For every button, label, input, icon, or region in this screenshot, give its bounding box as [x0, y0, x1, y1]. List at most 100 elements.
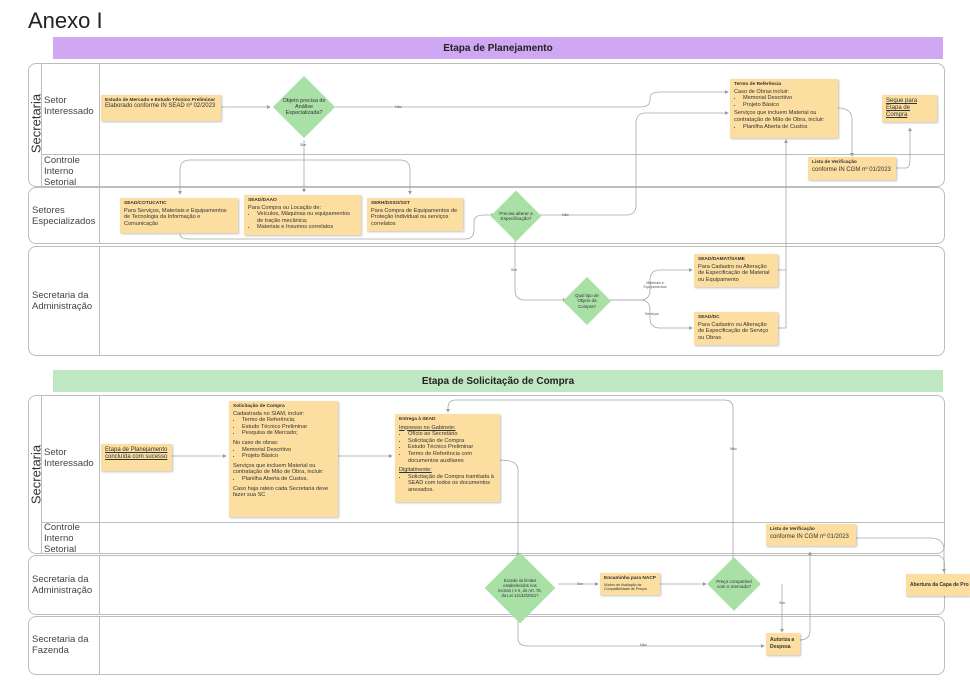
note-sead-dc[interactable]: SEAD/DC Para Cadastro ou Alteração de Es…: [694, 312, 778, 345]
note-autoriza-despesa[interactable]: Autoriza a Despesa: [766, 633, 800, 655]
note-list: Memorial Descritivo Projeto Básico: [734, 95, 834, 108]
note-title: Estudo de Mercado e Estudo Técnico Preli…: [105, 98, 216, 103]
link-termo-to-lista: [837, 107, 854, 157]
note-subtitle-1: Impresso no Gabinete:: [399, 424, 456, 431]
edge-label-decision3-serv: Serviços: [645, 312, 659, 316]
note-abertura-capa[interactable]: Abertura da Capa de Pro: [906, 574, 970, 596]
edge-label-decision5-yes: Sim: [779, 601, 786, 605]
note-intro-3: Serviços que incluem Material ou contrat…: [233, 462, 324, 476]
note-link-text[interactable]: Segue para Etapa de Compra: [886, 98, 918, 118]
decision-text: Preço compatível com o mercado?: [716, 578, 752, 589]
note-footer: Caso haja rateio cada Secretaria deve fa…: [233, 485, 329, 499]
lane-column-divider: [99, 247, 100, 355]
note-entrega-sead[interactable]: Entrega à SEAD Impresso no Gabinete: Ofí…: [395, 414, 500, 502]
lane-column-divider: [99, 617, 100, 674]
note-list: Ofício ao Secretário Solicitação de Comp…: [399, 431, 496, 464]
edge-label-decision4-no: Não: [640, 643, 647, 647]
note-title: SEAD/DC: [698, 315, 720, 320]
note-text: Para Cadastro ou Alteração de Especifica…: [698, 321, 769, 341]
note-lista-verificacao-2[interactable]: Lista de Verificação conforme IN CGM nº …: [766, 524, 856, 546]
edge-label-decision3-mat: Materiais e Equipamentos: [643, 281, 667, 289]
section-administracao-planning: [28, 246, 945, 356]
note-termo-de-referencia[interactable]: Termo de Referência Caso de Obras inclui…: [730, 79, 838, 138]
edge-label-decision2-yes: Sim: [511, 268, 518, 272]
decision-text: Excede os limites estabelecidos nos inci…: [498, 578, 542, 598]
note-title: Termo de Referência: [734, 82, 782, 87]
note-sead-damat-same[interactable]: SEAD/DAMAT/SAME Para Cadastro ou Alteraç…: [694, 254, 778, 287]
lane-left-divider: [41, 64, 42, 186]
link-decision4-no-to-autoriza: [517, 612, 765, 648]
note-text: Para Serviços, Materiais e Equipamentos …: [124, 207, 227, 227]
list-item: Estudo Técnico Preliminar: [242, 424, 334, 431]
note-sead-cotucatic[interactable]: SEAD/COTUCATIC Para Serviços, Materiais …: [120, 198, 238, 233]
link-decision1-no-to-termo: [334, 90, 729, 108]
lane-label-controle-interno-1: Controle Interno Setorial: [44, 155, 80, 188]
note-serh-dsso-sst[interactable]: SERH/DSSO/SST Para Compra de Equipamento…: [367, 198, 463, 231]
link-damat-to-termo: [778, 139, 788, 271]
note-etapa-concluida[interactable]: Etapa de Planejamento concluída com suce…: [101, 444, 172, 471]
lane-label-setores-especializados: Setores Especializados: [32, 205, 96, 227]
note-subtitle-2: Digitalmente:: [399, 467, 432, 474]
link-decision3-serv: [610, 299, 693, 330]
lane-label-administracao-1: Secretaria da Administração: [32, 290, 93, 312]
link-lista-to-abertura: [856, 537, 946, 573]
link-decision2-no-to-termo: [540, 111, 729, 216]
decision-analise-especializada[interactable]: Objeto precisa de Análise Especializada?: [272, 75, 336, 139]
note-link-text[interactable]: Etapa de Planejamento concluída com suce…: [105, 447, 168, 460]
list-item: Projeto Básico: [743, 102, 834, 109]
note-title: Lista de Verificação: [812, 160, 857, 165]
page-title: Anexo I: [28, 8, 103, 33]
decision-text: Precisa alterar a Especificação?: [499, 210, 533, 221]
note-lista-verificacao-1[interactable]: Lista de Verificação conforme IN CGM nº …: [808, 157, 896, 180]
note-intro: Para Compra ou Locação de:: [248, 204, 322, 211]
link-decision5-no-to-entrega: [446, 399, 734, 560]
decision-text: Qual tipo de Objeto da Compra?: [575, 293, 599, 309]
edge-label-decision4-yes: Sim: [577, 582, 584, 586]
list-item: Estudo Técnico Preliminar: [408, 444, 496, 451]
note-list: Termo de Referência; Estudo Técnico Prel…: [233, 417, 334, 437]
note-segue-etapa-compra[interactable]: Segue para Etapa de Compra: [882, 95, 937, 122]
list-item: Memorial Descritivo: [242, 447, 334, 454]
note-solicitacao-de-compra[interactable]: Solicitação de Compra Cadastrada no SIAM…: [229, 401, 338, 517]
note-list: Memorial Descritivo Projeto Básico: [233, 447, 334, 460]
note-encaminha-nacp[interactable]: Encaminha para NACP Núcleo de Avaliação …: [600, 573, 660, 595]
lane-label-controle-interno-2: Controle Interno Setorial: [44, 522, 80, 555]
lane-column-divider: [99, 64, 100, 186]
note-text: Núcleo de Avaliação de Compatibilidade d…: [604, 582, 647, 591]
list-item: Planilha Aberta de Custos.: [242, 476, 334, 483]
note-text: Autoriza a Despesa: [770, 637, 795, 650]
link-decision2-yes-down: [514, 240, 567, 302]
decision-tipo-objeto[interactable]: Qual tipo de Objeto da Compra?: [562, 276, 612, 326]
decision-preco-compativel[interactable]: Preço compatível com o mercado?: [707, 557, 761, 611]
note-text: Elaborado conforme IN SEAD nº 02/2023: [105, 103, 216, 110]
link-lista-to-segue: [896, 127, 912, 169]
note-list: Planilha Aberta de Custos: [734, 124, 834, 131]
edge-label-decision5-no: Não: [730, 447, 737, 451]
lane-left-divider: [41, 396, 42, 553]
note-estudo-de-mercado[interactable]: Estudo de Mercado e Estudo Técnico Preli…: [101, 95, 221, 121]
note-text: conforme IN CGM nº 01/2023: [770, 533, 849, 540]
decision-alterar-especificacao[interactable]: Precisa alterar a Especificação?: [490, 190, 542, 242]
link-dc-to-termo: [778, 270, 787, 329]
edge-label-decision1-yes: Sim: [300, 143, 307, 147]
note-title: SEAD/DAMAT/SAME: [698, 257, 745, 262]
note-intro-2: No caso de obras:: [233, 439, 279, 446]
lane-label-setor-interessado-2: Setor Interessado: [44, 447, 94, 469]
list-item: Materiais e Insumos correlatos: [257, 224, 357, 231]
note-text: Abertura da Capa de Pro: [910, 581, 969, 588]
note-title: SERH/DSSO/SST: [371, 201, 410, 206]
decision-text: Objeto precisa de Análise Especializada?: [282, 97, 326, 117]
edge-label-decision2-no: Não: [562, 213, 569, 217]
decision-excede-limites[interactable]: Excede os limites estabelecidos nos inci…: [484, 552, 556, 624]
note-title: Entrega à SEAD: [399, 417, 436, 422]
note-text: Para Compra de Equipamentos de Proteção …: [371, 207, 458, 227]
note-sead-daao[interactable]: SEAD/DAAO Para Compra ou Locação de: Veí…: [244, 195, 361, 235]
lane-label-fazenda: Secretaria da Fazenda: [32, 634, 89, 656]
list-item: Projeto Básico: [242, 453, 334, 460]
list-item: Termo de Referência com documentos auxil…: [408, 451, 496, 464]
lane-column-divider: [99, 396, 100, 553]
note-list: Solicitação de Compra tramitada à SEAD c…: [399, 474, 496, 494]
lane-label-setor-interessado-1: Setor Interessado: [44, 95, 94, 117]
